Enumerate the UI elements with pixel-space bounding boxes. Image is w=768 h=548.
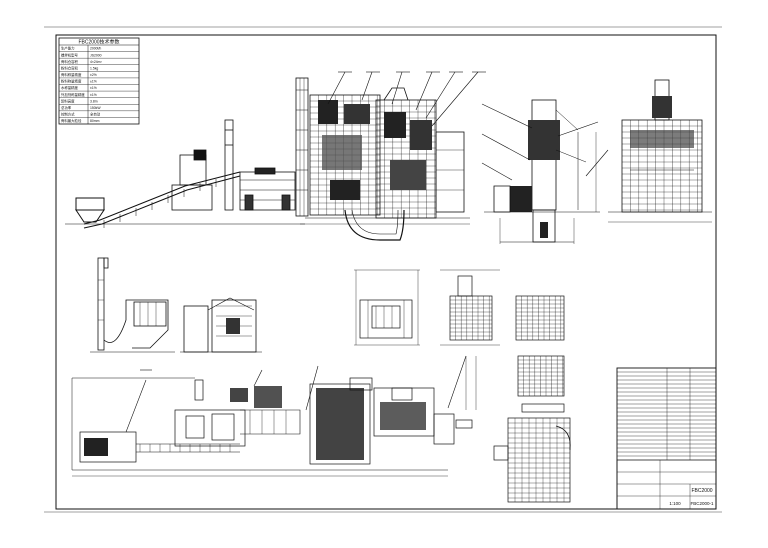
tower-floor-plan: [493, 417, 571, 503]
spec-label: 骨料仓容积: [61, 59, 79, 64]
spec-label: 骨料最大粒径: [61, 118, 82, 123]
mixing-tower-right: [375, 87, 437, 219]
spec-value: ±1%: [90, 86, 97, 90]
spec-value: 4×24m³: [90, 60, 102, 64]
spec-label: 控制方式: [61, 112, 75, 117]
general-plan-view: [71, 355, 477, 477]
spec-label: 卸料高度: [61, 98, 75, 103]
spec-label: 粉料称量精度: [61, 79, 82, 84]
spec-value: ±2%: [90, 73, 97, 77]
spec-value: 80mm: [90, 119, 100, 123]
spec-value: 1.5kg: [90, 66, 98, 70]
inclined-belt-conveyor: [65, 171, 305, 229]
spec-label: 搅拌机型号: [61, 52, 79, 57]
spec-label: 生产能力: [61, 46, 75, 51]
stack-tower-left: [171, 119, 234, 211]
callout-leaders: [327, 71, 486, 127]
spec-value: ±1%: [90, 93, 97, 97]
spec-value: ±1%: [90, 80, 97, 84]
callout-leaders-side: [481, 103, 609, 212]
dust-collector-elevation: [90, 257, 175, 353]
tower-section-view: [440, 269, 500, 346]
title-block-name: FBC2000: [691, 488, 712, 494]
spec-table: FBC2000技术参数 生产能力 2000t/h 搅拌机型号 JS2000 骨料仓容积 4…: [58, 37, 140, 125]
spec-label: 骨料称量精度: [61, 72, 82, 77]
spec-value: JS2000: [90, 53, 102, 57]
spec-value: 2000t/h: [90, 47, 101, 51]
foundation-plan-view: [354, 269, 420, 346]
end-elevation-tower: [608, 79, 712, 223]
drying-drum: [239, 167, 296, 211]
storage-silo-side: [435, 131, 465, 213]
filter-house-elevation: [180, 297, 262, 353]
mixing-tower-main: [309, 94, 381, 216]
spec-value: 150kW: [90, 106, 101, 110]
title-block-bom: FBC2000 FBC2000-1 1:100: [616, 367, 717, 510]
side-elevation-tower: [484, 99, 600, 244]
hot-mix-hopper: [344, 209, 405, 241]
spec-label: 水称量精度: [61, 85, 79, 90]
spec-label: 外加剂称量精度: [61, 92, 85, 97]
drawing-scale: 1:100: [669, 501, 681, 506]
spec-label: 总功率: [61, 105, 72, 110]
tower-end-section: [515, 295, 565, 341]
drawing-frame: [55, 34, 717, 510]
drawing-number: FBC2000-1: [690, 501, 714, 506]
tower-detail-views: [517, 355, 565, 413]
spec-table-header: FBC2000技术参数: [78, 39, 119, 46]
spec-value: 3.8m: [90, 99, 98, 103]
spec-value: 全自动: [90, 112, 101, 117]
bucket-elevator: [295, 77, 309, 217]
spec-label: 粉料仓容积: [61, 65, 79, 70]
